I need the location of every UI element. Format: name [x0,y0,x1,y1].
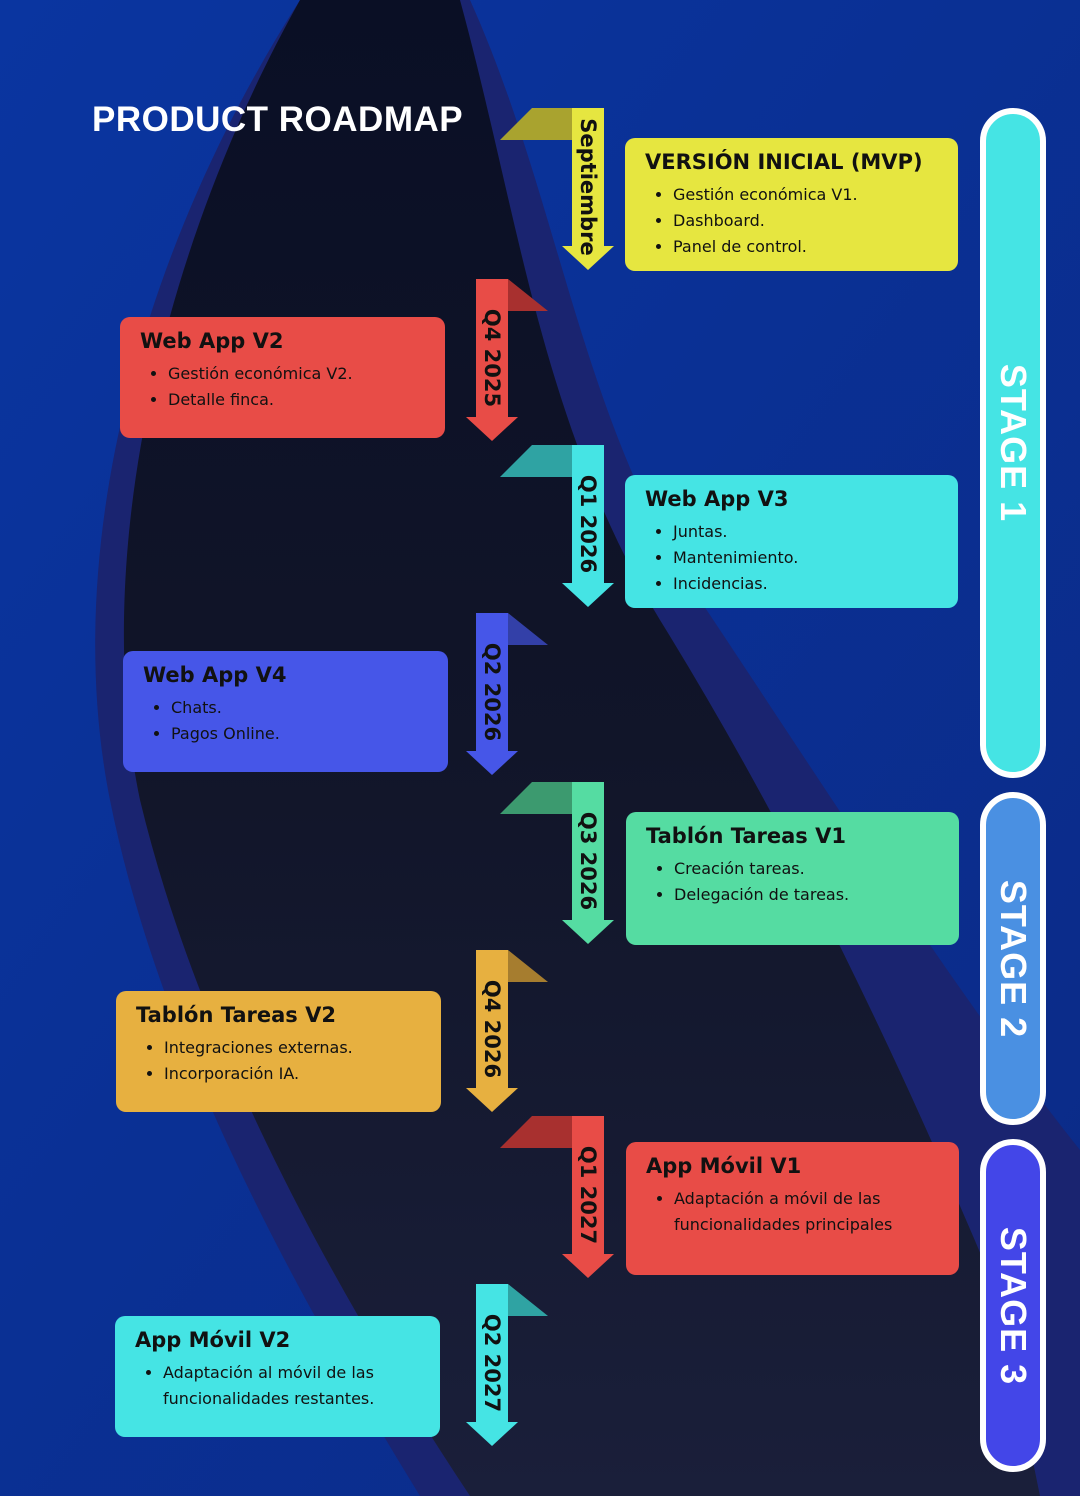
milestone-feature-list: Gestión económica V2.Detalle finca. [140,361,425,413]
feature-item: Gestión económica V1. [673,182,938,208]
arrow-period-label: Q1 2027 [576,1145,600,1245]
ribbon-fold [500,1116,572,1148]
milestone-title: App Móvil V2 [135,1328,291,1352]
milestone-title: Web App V4 [143,663,287,687]
feature-item: Gestión económica V2. [168,361,425,387]
milestone-feature-list: Integraciones externas.Incorporación IA. [136,1035,421,1087]
arrow-shaft [476,1284,508,1422]
milestone-feature-list: Chats.Pagos Online. [143,695,428,747]
arrow-shaft [476,279,508,417]
milestone-card: Web App V4 Chats.Pagos Online. [123,651,448,772]
milestone-title: Tablón Tareas V1 [646,824,846,848]
arrow-head [466,1088,518,1112]
stage-label: STAGE 2 [993,879,1034,1038]
ribbon-fold [508,279,548,311]
stage-pill-1: STAGE 1 [980,108,1046,778]
stage-pill-2: STAGE 2 [980,792,1046,1125]
arrow-head [562,246,614,270]
milestone-feature-list: Juntas.Mantenimiento.Incidencias. [645,519,938,597]
feature-item: Detalle finca. [168,387,425,413]
arrow-shaft [572,108,604,246]
ribbon-fold [500,108,572,140]
feature-item: Chats. [171,695,428,721]
arrow-period-label: Q4 2026 [480,979,504,1079]
arrow-period-label: Q2 2027 [480,1313,504,1413]
arrow-shaft [572,1116,604,1254]
ribbon-fold [508,1284,548,1316]
ribbon-fold [508,613,548,645]
milestone-card: Tablón Tareas V2 Integraciones externas.I… [116,991,441,1112]
feature-item: Adaptación a móvil de las funcionalidade… [674,1186,939,1238]
milestone-card: App Móvil V1 Adaptación a móvil de las fu… [626,1142,959,1275]
arrow-head [562,920,614,944]
ribbon-fold [500,445,572,477]
ribbon-fold [508,950,548,982]
milestone-card: Web App V3 Juntas.Mantenimiento.Incidenci… [625,475,958,608]
stage-pill-3: STAGE 3 [980,1139,1046,1472]
milestone-card: Tablón Tareas V1 Creación tareas.Delegaci… [626,812,959,945]
feature-item: Panel de control. [673,234,938,260]
milestone-title: VERSIÓN INICIAL (MVP) [645,150,923,174]
arrow-period-label: Q1 2026 [576,474,600,574]
milestone-feature-list: Adaptación al móvil de las funcionalidad… [135,1360,420,1412]
arrow-shaft [476,613,508,751]
arrow-period-label: Q3 2026 [576,811,600,911]
milestone-title: Web App V3 [645,487,789,511]
feature-item: Integraciones externas. [164,1035,421,1061]
milestone-title: Tablón Tareas V2 [136,1003,336,1027]
arrow-head [466,751,518,775]
feature-item: Juntas. [673,519,938,545]
arrow-shaft [572,445,604,583]
milestone-feature-list: Creación tareas.Delegación de tareas. [646,856,939,908]
stage-label: STAGE 1 [993,363,1034,523]
arrow-shaft [476,950,508,1088]
arrow-shaft [572,782,604,920]
milestone-feature-list: Gestión económica V1.Dashboard.Panel de … [645,182,938,260]
arrow-period-label: Septiembre [576,118,600,256]
arrow-head [562,1254,614,1278]
feature-item: Pagos Online. [171,721,428,747]
milestone-card: App Móvil V2 Adaptación al móvil de las f… [115,1316,440,1437]
feature-item: Adaptación al móvil de las funcionalidad… [163,1360,420,1412]
arrow-head [562,583,614,607]
feature-item: Dashboard. [673,208,938,234]
milestone-title: App Móvil V1 [646,1154,802,1178]
arrow-head [466,417,518,441]
arrow-period-label: Q4 2025 [480,308,504,408]
feature-item: Incorporación IA. [164,1061,421,1087]
page-title: PRODUCT ROADMAP [92,100,464,139]
feature-item: Creación tareas. [674,856,939,882]
milestone-title: Web App V2 [140,329,284,353]
milestone-card: VERSIÓN INICIAL (MVP) Gestión económica V… [625,138,958,271]
arrow-head [466,1422,518,1446]
milestone-feature-list: Adaptación a móvil de las funcionalidade… [646,1186,939,1238]
ribbon-fold [500,782,572,814]
feature-item: Incidencias. [673,571,938,597]
milestone-card: Web App V2 Gestión económica V2.Detalle f… [120,317,445,438]
feature-item: Mantenimiento. [673,545,938,571]
feature-item: Delegación de tareas. [674,882,939,908]
stage-label: STAGE 3 [993,1226,1034,1385]
arrow-period-label: Q2 2026 [480,642,504,742]
